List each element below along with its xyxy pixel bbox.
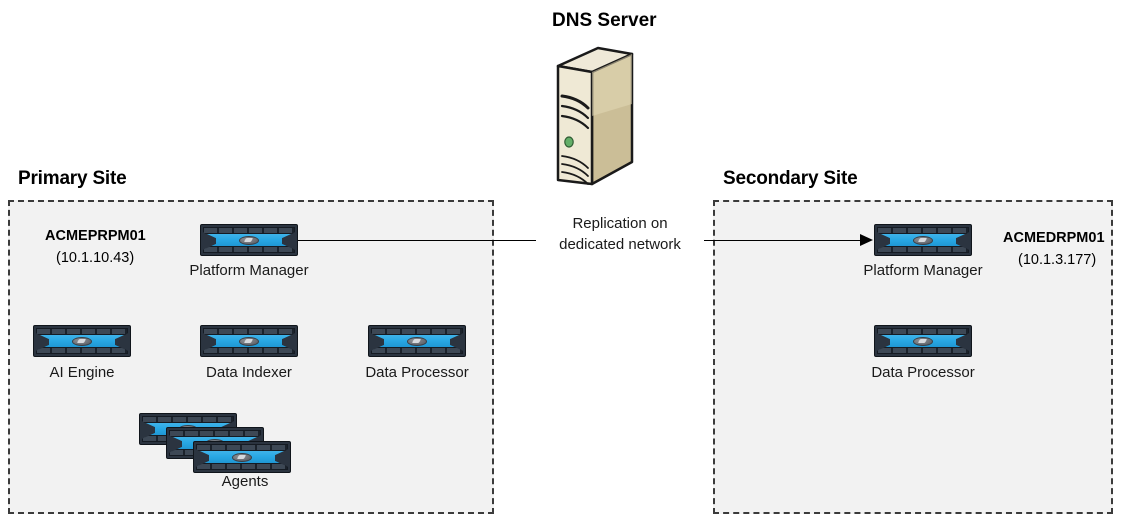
device-label-ai-engine: AI Engine bbox=[49, 364, 115, 381]
replication-arrowhead bbox=[860, 234, 873, 246]
device-label-data-processor-secondary: Data Processor bbox=[871, 364, 975, 381]
device-icon-platform-manager-primary[interactable] bbox=[200, 224, 298, 256]
dns-server-icon bbox=[556, 46, 634, 186]
device-icon-agent-1[interactable] bbox=[193, 441, 291, 473]
device-icon-data-indexer[interactable] bbox=[200, 325, 298, 357]
replication-line-left bbox=[298, 240, 540, 241]
device-label-platform-manager-primary: Platform Manager bbox=[189, 262, 309, 279]
device-icon-data-processor-secondary[interactable] bbox=[874, 325, 972, 357]
device-label-data-processor-primary: Data Processor bbox=[365, 364, 469, 381]
replication-label-line2: dedicated network bbox=[559, 236, 681, 253]
device-icon-ai-engine[interactable] bbox=[33, 325, 131, 357]
primary-site-title: Primary Site bbox=[18, 168, 127, 189]
replication-label-line1: Replication on bbox=[572, 215, 668, 232]
device-label-data-indexer: Data Indexer bbox=[206, 364, 292, 381]
primary-host-ip: (10.1.10.43) bbox=[56, 250, 135, 266]
dns-server-title: DNS Server bbox=[552, 10, 657, 31]
secondary-host-ip: (10.1.3.177) bbox=[1018, 252, 1097, 268]
device-label-platform-manager-secondary: Platform Manager bbox=[863, 262, 983, 279]
device-label-agents: Agents bbox=[221, 473, 269, 490]
primary-host-name: ACMEPRPM01 bbox=[45, 228, 146, 244]
secondary-host-name: ACMEDRPM01 bbox=[1003, 230, 1105, 246]
device-icon-data-processor-primary[interactable] bbox=[368, 325, 466, 357]
replication-label: Replication on dedicated network bbox=[536, 213, 704, 255]
device-icon-platform-manager-secondary[interactable] bbox=[874, 224, 972, 256]
secondary-site-title: Secondary Site bbox=[723, 168, 858, 189]
replication-line-right bbox=[690, 240, 862, 241]
